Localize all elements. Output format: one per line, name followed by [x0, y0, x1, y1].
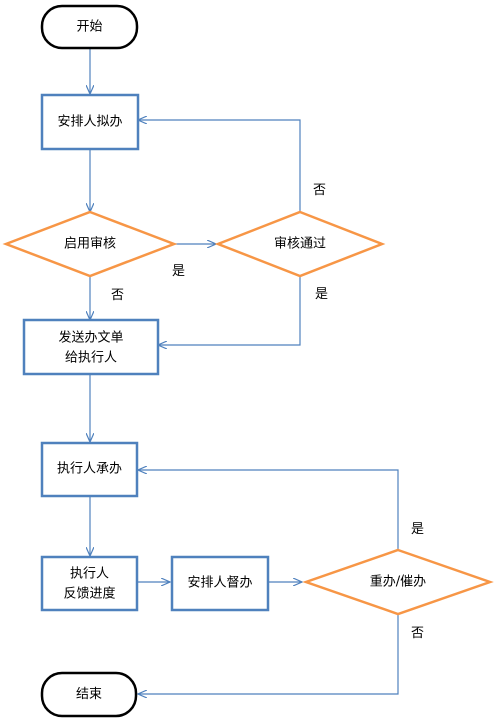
redo-urge-label: 重办/催办: [370, 574, 426, 590]
connector-review-passed-yes: [158, 276, 301, 345]
arrange-draft-box: [40, 93, 140, 151]
edge-label-redo-urge-no: 否: [411, 626, 424, 641]
start-terminal: [40, 4, 139, 50]
node-review-enabled: 启用审核: [2, 210, 178, 278]
end-label: 结束: [76, 687, 102, 702]
edge-label-review-enabled-no: 否: [111, 288, 124, 303]
connector-redo-yes-loop: [138, 470, 399, 550]
connectors: [90, 48, 399, 694]
feedback-label-line2: 反馈进度: [63, 586, 115, 602]
edge-label-review-passed-no: 否: [313, 183, 326, 198]
arrange-draft-label: 安排人拟办: [57, 115, 122, 130]
end-terminal: [40, 671, 138, 718]
send-doc-label-line1: 发送办文单: [58, 330, 123, 346]
review-passed-diamond: [214, 210, 386, 278]
node-send-doc: 发送办文单 给执行人: [22, 318, 160, 376]
node-start: 开始: [40, 4, 139, 50]
connector-review-passed-no-loop: [138, 120, 301, 212]
node-end: 结束: [40, 671, 138, 718]
node-review-passed: 审核通过: [214, 210, 386, 278]
node-arrange-draft: 安排人拟办: [40, 93, 140, 151]
edge-labels: 否 是 否 是 是 否: [111, 183, 424, 641]
redo-urge-diamond: [302, 548, 494, 616]
edge-label-review-enabled-yes: 是: [172, 264, 185, 279]
executor-undertake-box: [40, 441, 139, 498]
node-supervise: 安排人督办: [170, 555, 270, 612]
review-enabled-label: 启用审核: [64, 237, 116, 252]
node-redo-urge: 重办/催办: [302, 548, 494, 616]
connector-redo-no-to-end: [138, 614, 399, 694]
send-doc-label-line2: 给执行人: [65, 351, 117, 366]
supervise-box: [170, 555, 270, 612]
node-feedback: 执行人 反馈进度: [40, 555, 139, 612]
edge-label-redo-urge-yes: 是: [411, 522, 424, 537]
feedback-label-line1: 执行人: [70, 567, 109, 582]
executor-undertake-label: 执行人承办: [57, 462, 122, 477]
edge-label-review-passed-yes: 是: [315, 287, 328, 302]
feedback-box: [40, 555, 139, 612]
supervise-label: 安排人督办: [187, 576, 252, 591]
send-doc-box: [22, 318, 160, 376]
start-label: 开始: [76, 20, 102, 35]
review-passed-label: 审核通过: [274, 237, 326, 252]
node-executor-undertake: 执行人承办: [40, 441, 139, 498]
review-enabled-diamond: [2, 210, 178, 278]
